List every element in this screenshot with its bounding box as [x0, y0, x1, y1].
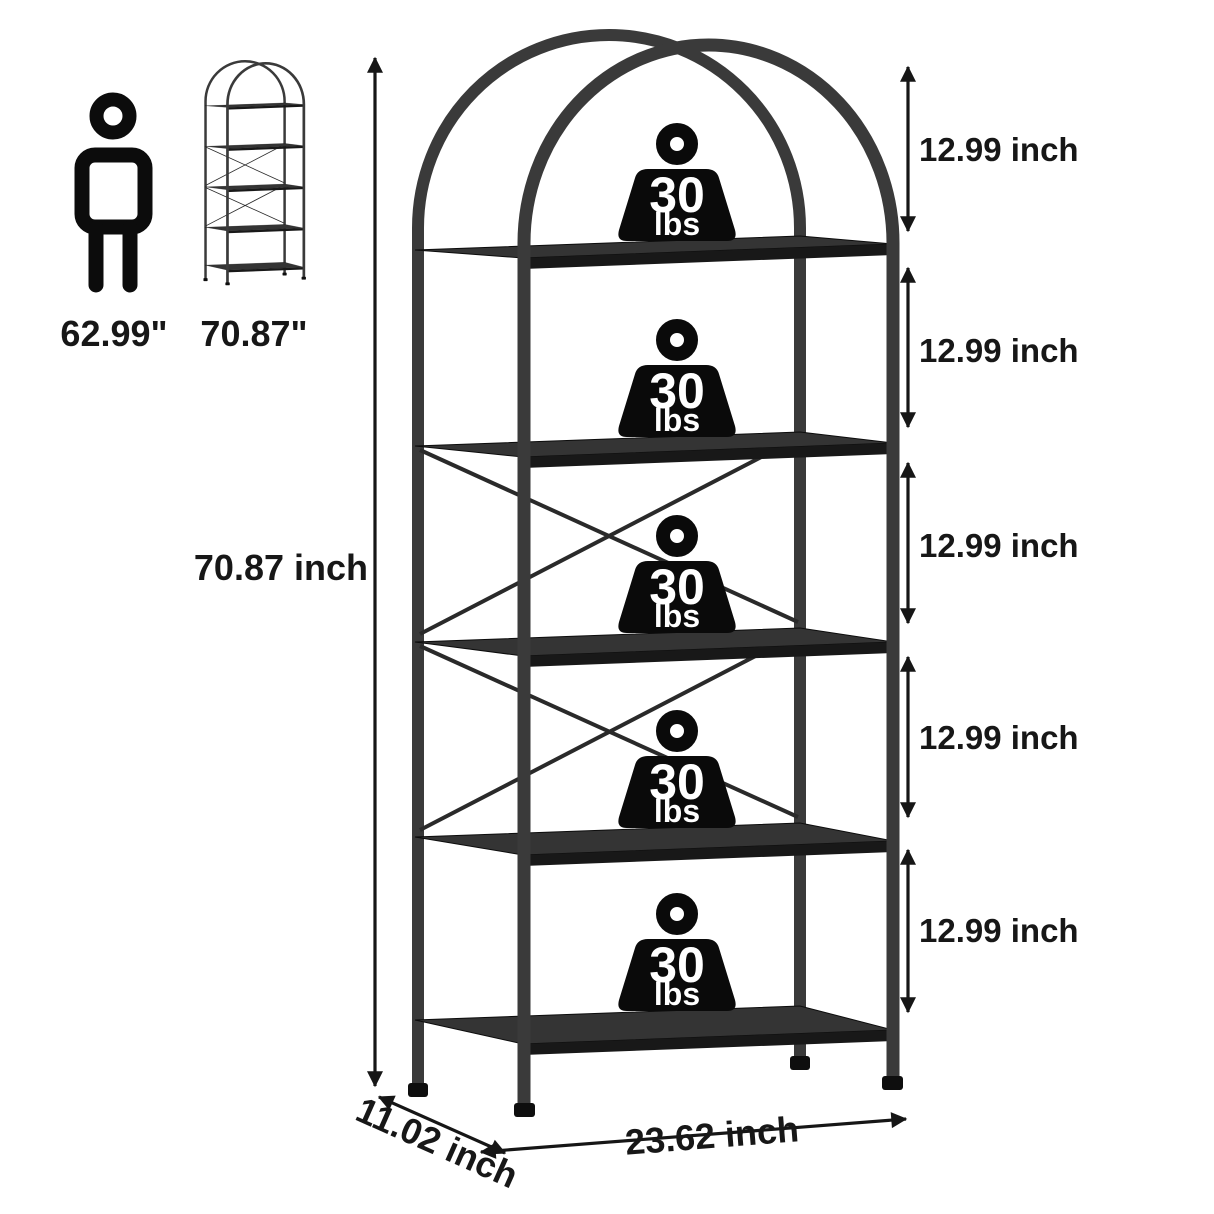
weight-handle	[656, 893, 698, 935]
capacity-value: 30	[649, 167, 705, 223]
bookshelf-thumbnail	[202, 59, 308, 287]
capacity-unit: lbs	[654, 793, 700, 829]
shelf-capacity-badge: 30 lbs	[618, 893, 736, 1012]
shelf-spacing-label: 12.99 inch	[919, 719, 1079, 756]
capacity-unit: lbs	[654, 402, 700, 438]
weight-handle	[656, 123, 698, 165]
person-height-label: 62.99"	[60, 313, 167, 354]
rack-height-label: 70.87"	[200, 313, 307, 354]
width-arrow	[479, 1112, 908, 1159]
capacity-value: 30	[649, 937, 705, 993]
shelf-capacity-badge: 30 lbs	[618, 515, 736, 634]
dimension-arrows	[367, 56, 916, 1159]
capacity-unit: lbs	[654, 598, 700, 634]
shelf-spacing-label: 12.99 inch	[919, 527, 1079, 564]
person-icon	[74, 92, 153, 293]
capacity-value: 30	[649, 754, 705, 810]
person-head	[89, 92, 137, 140]
weight-handle	[656, 710, 698, 752]
person-torso	[74, 147, 153, 235]
weight-body	[618, 561, 736, 633]
capacity-badges: 30 lbs 30 lbs 30 lbs 30 lbs 30 lbs	[618, 123, 736, 1012]
capacity-value: 30	[649, 559, 705, 615]
capacity-value: 30	[649, 363, 705, 419]
weight-body	[618, 365, 736, 437]
person-legs	[88, 220, 138, 293]
shelf-spacing-label: 12.99 inch	[919, 912, 1079, 949]
weight-handle	[656, 515, 698, 557]
shelf-spacing-label: 12.99 inch	[919, 131, 1079, 168]
weight-body	[618, 939, 736, 1011]
capacity-unit: lbs	[654, 976, 700, 1012]
width-label: 23.62 inch	[624, 1108, 801, 1163]
total-height-label: 70.87 inch	[194, 547, 368, 588]
depth-label: 11.02 inch	[350, 1089, 524, 1196]
weight-handle	[656, 319, 698, 361]
shelf-capacity-badge: 30 lbs	[618, 123, 736, 242]
weight-body	[618, 169, 736, 241]
shelf-capacity-badge: 30 lbs	[618, 710, 736, 829]
shelf-spacing-label: 12.99 inch	[919, 332, 1079, 369]
shelf-capacity-badge: 30 lbs	[618, 319, 736, 438]
capacity-unit: lbs	[654, 206, 700, 242]
weight-body	[618, 756, 736, 828]
